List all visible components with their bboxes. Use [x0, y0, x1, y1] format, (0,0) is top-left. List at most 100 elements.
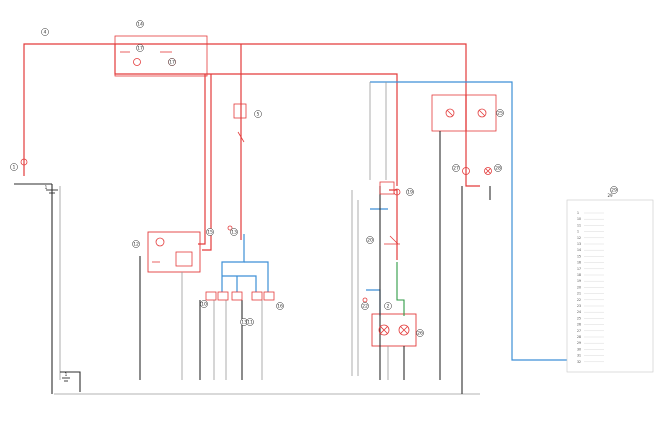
terminal-symbol — [227, 225, 233, 231]
legend-row-text: 21 — [577, 292, 581, 296]
legend-row-text: 13 — [577, 242, 581, 246]
component-badge: 15 — [206, 228, 214, 236]
lamp-cross — [478, 109, 486, 117]
legend-row-text: 17 — [577, 267, 581, 271]
wire-blue-sub-a — [222, 275, 257, 292]
svg-text:22: 22 — [362, 304, 368, 310]
legend-panel: 29 1101111213141516171819202122232425262… — [566, 193, 654, 373]
lamp-cross — [400, 326, 408, 334]
wire-blue-22 — [366, 289, 381, 316]
blue-wire-group — [221, 81, 574, 361]
component-badge: 12 — [132, 240, 140, 248]
lamp-symbol — [462, 167, 470, 175]
lamp-cross — [446, 109, 454, 117]
legend-row-text: 1 — [577, 230, 579, 234]
legend-row-text: 14 — [577, 248, 581, 252]
red-wire-group — [23, 35, 497, 347]
legend-rows: 1101111213141516171819202122232425262728… — [577, 211, 604, 364]
gauge-symbol — [155, 237, 165, 247]
component-badge: 10 — [200, 300, 208, 308]
display-symbol — [175, 251, 193, 267]
svg-text:27: 27 — [453, 166, 459, 172]
svg-text:17: 17 — [169, 60, 175, 66]
wire-blue-15 — [221, 234, 245, 292]
component-badge: 5 — [254, 110, 262, 118]
terminal-symbol — [362, 297, 368, 303]
component-badge: 1 — [10, 163, 18, 171]
lamp-holder — [263, 291, 275, 301]
component-badge: 28 — [494, 164, 502, 172]
legend-row-text: 25 — [577, 316, 581, 320]
svg-text:2: 2 — [387, 304, 390, 310]
svg-text:28: 28 — [495, 166, 501, 172]
switch-symbol — [393, 188, 401, 196]
legend-row-text: 30 — [577, 347, 581, 351]
svg-text:4: 4 — [44, 30, 47, 36]
svg-text:11: 11 — [247, 320, 253, 326]
wire-black-bottom-left — [60, 371, 81, 392]
lamp-symbol — [445, 108, 455, 118]
lamp-holder — [231, 291, 243, 301]
legend-row-text: 24 — [577, 310, 581, 314]
lamp-symbol — [484, 167, 492, 175]
component-badge: 27 — [452, 164, 460, 172]
legend-frame — [566, 199, 654, 373]
svg-text:10: 10 — [201, 302, 207, 308]
legend-row-text: 29 — [577, 341, 581, 345]
wire-relay-19 — [389, 189, 398, 260]
legend-row-text: 27 — [577, 329, 581, 333]
component-symbols — [20, 51, 492, 336]
ground-label-bottom: 1 — [65, 372, 68, 378]
component-badge: 25 — [496, 109, 504, 117]
component-badge: 19 — [406, 188, 414, 196]
gray-wire-group — [54, 82, 480, 395]
lamp-symbol — [133, 58, 141, 66]
legend-row-text: 28 — [577, 335, 581, 339]
component-badge: 26 — [416, 329, 424, 337]
legend-row-text: 20 — [577, 285, 581, 289]
lamp-holder — [251, 291, 263, 301]
svg-text:16: 16 — [277, 304, 283, 310]
legend-row-text: 31 — [577, 354, 581, 358]
component-badge: 13 — [230, 228, 238, 236]
component-badge: 29 — [610, 186, 618, 194]
svg-text:17: 17 — [137, 46, 143, 52]
component-badge: 17 — [168, 58, 176, 66]
svg-text:26: 26 — [417, 331, 423, 337]
legend-title: 29 — [607, 193, 613, 198]
wire-top-bus — [23, 43, 467, 178]
legend-row-text: 15 — [577, 254, 581, 258]
green-wire-group — [396, 262, 405, 316]
legend-row-text: 26 — [577, 323, 581, 327]
lamp-holder — [217, 291, 229, 301]
relay-coil-symbol — [233, 103, 247, 119]
component-badge: 17 — [136, 44, 144, 52]
legend-row-text: 32 — [577, 360, 581, 364]
legend-row-text: 22 — [577, 298, 581, 302]
component-badge: 11 — [246, 318, 254, 326]
component-12-frame — [147, 231, 201, 273]
legend-row-text: 12 — [577, 236, 581, 240]
legend-row-text: 19 — [577, 279, 581, 283]
svg-text:14: 14 — [137, 22, 143, 28]
svg-text:13: 13 — [231, 230, 237, 236]
lamp-symbol — [378, 324, 390, 336]
wire-blue-long — [370, 81, 574, 361]
contact-symbol — [237, 131, 245, 143]
legend-row-text: 23 — [577, 304, 581, 308]
wire-26-upper — [465, 178, 480, 187]
wire-to-node-12 — [198, 74, 206, 245]
svg-text:1: 1 — [13, 165, 16, 171]
lamp-cross — [485, 168, 491, 174]
svg-text:25: 25 — [497, 111, 503, 117]
component-badge: 20 — [366, 236, 374, 244]
component-14-frame — [114, 35, 208, 77]
wire-green-22 — [396, 262, 405, 316]
ground-labels: 1 1 — [45, 185, 68, 378]
ground-label-top: 1 — [45, 185, 48, 191]
svg-text:15: 15 — [207, 230, 213, 236]
black-wire-group — [14, 131, 491, 394]
wire-left-vert — [202, 74, 212, 251]
svg-text:13: 13 — [241, 320, 247, 326]
